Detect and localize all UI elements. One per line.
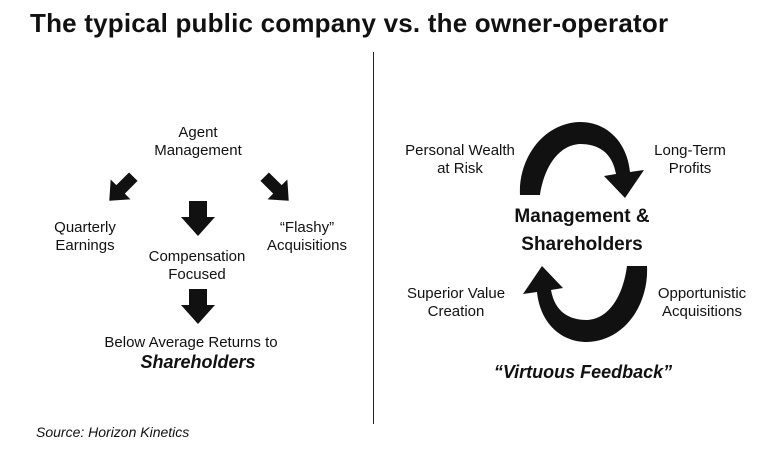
shareholders-emphasis: Shareholders [140, 352, 256, 372]
flashy-acquisitions-label: “Flashy” Acquisitions [266, 219, 348, 254]
below-average-returns-label: Below Average Returns to [104, 334, 278, 351]
arrow-down-icon [181, 289, 215, 324]
compensation-focused-label: Compensation Focused [148, 248, 246, 283]
curved-arrow-top-icon [519, 122, 644, 198]
arrow-down-right-icon [260, 172, 289, 201]
curved-arrow-bottom-icon [523, 266, 648, 342]
management-shareholders-label: Management & Shareholders [514, 206, 650, 255]
page-title: The typical public company vs. the owner… [30, 8, 669, 38]
personal-wealth-label: Personal Wealth at Risk [405, 142, 515, 177]
long-term-profits-label: Long-Term Profits [654, 142, 726, 177]
agent-management-label: Agent Management [154, 124, 242, 159]
superior-value-label: Superior Value Creation [406, 285, 506, 320]
arrow-down-left-icon [109, 172, 138, 201]
opportunistic-acquisitions-label: Opportunistic Acquisitions [657, 285, 747, 320]
quarterly-earnings-label: Quarterly Earnings [54, 219, 116, 254]
arrow-down-icon [181, 201, 215, 236]
virtuous-feedback-caption: “Virtuous Feedback” [493, 362, 673, 382]
vertical-divider [373, 52, 374, 424]
source-note: Source: Horizon Kinetics [36, 424, 190, 440]
